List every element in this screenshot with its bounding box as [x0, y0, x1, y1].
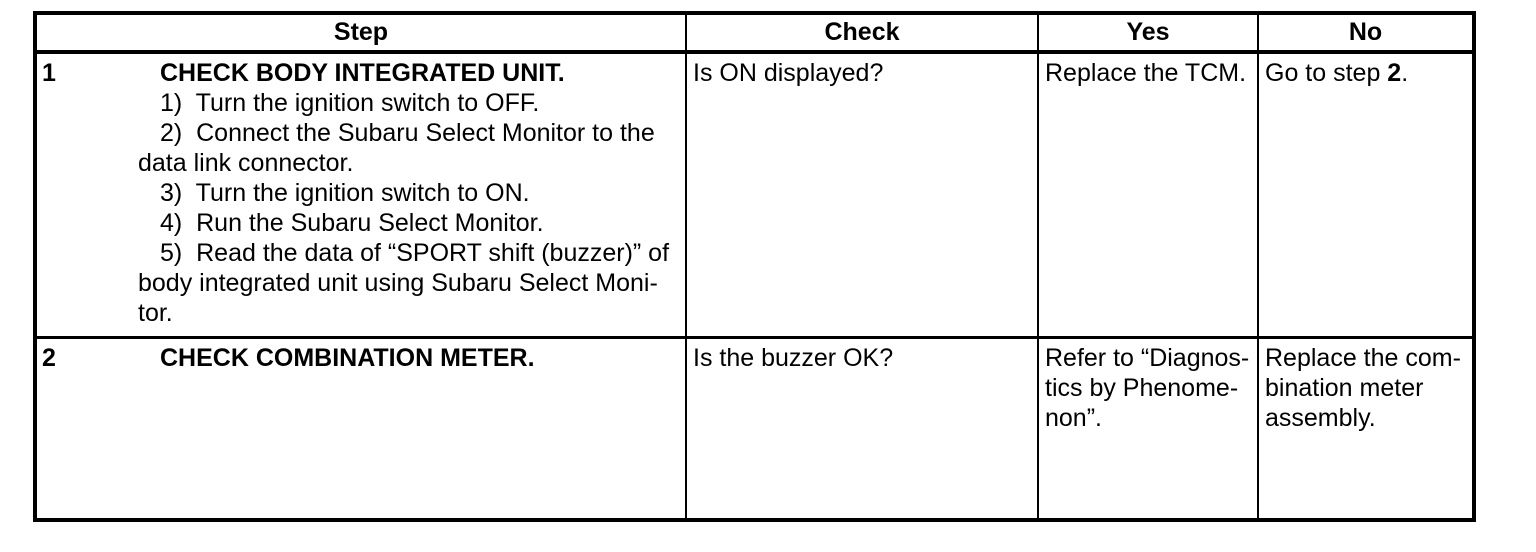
header-cell-yes: Yes — [1037, 15, 1257, 50]
step-cell: 2 CHECK COMBINATION METER. — [37, 339, 685, 518]
table-row: 2 CHECK COMBINATION METER. Is the buzzer… — [37, 336, 1472, 518]
step-instruction: 4) Run the Subaru Select Monitor. — [160, 209, 544, 237]
step-number: 2 — [42, 344, 56, 372]
table-row: 1 CHECK BODY INTEGRATED UNIT. 1) Turn th… — [37, 54, 1472, 336]
no-text-suffix: . — [1401, 59, 1409, 87]
step-number: 1 — [42, 59, 56, 87]
step-title: CHECK COMBINATION METER. — [160, 344, 535, 372]
header-cell-step: Step — [333, 18, 389, 46]
no-cell: Replace the com- bination meter assembly… — [1257, 339, 1472, 518]
step-content: CHECK COMBINATION METER. — [138, 343, 681, 514]
header-cell-no: No — [1257, 15, 1472, 50]
step-title: CHECK BODY INTEGRATED UNIT. — [160, 59, 565, 87]
step-instruction: 1) Turn the ignition switch to OFF. — [160, 89, 540, 117]
diagnostic-procedure-table: Step Check Yes No 1 CHECK BODY INTEGRATE… — [33, 11, 1476, 522]
check-cell: Is ON displayed? — [685, 54, 1037, 336]
header-cell-check: Check — [685, 15, 1037, 50]
no-text-prefix: Go to step — [1265, 59, 1388, 87]
step-instruction: 3) Turn the ignition switch to ON. — [160, 179, 530, 207]
step-cell: 1 CHECK BODY INTEGRATED UNIT. 1) Turn th… — [37, 54, 685, 336]
yes-cell: Refer to “Diagnos- tics by Phenome- non”… — [1037, 339, 1257, 518]
step-instruction: 2) Connect the Subaru Select Monitor to … — [138, 119, 655, 177]
step-content: CHECK BODY INTEGRATED UNIT. 1) Turn the … — [138, 58, 681, 332]
yes-cell: Replace the TCM. — [1037, 54, 1257, 336]
table-header-row: Step Check Yes No — [37, 15, 1472, 54]
step-instruction: 5) Read the data of “SPORT shift (buzzer… — [138, 239, 670, 327]
no-cell: Go to step 2. — [1257, 54, 1472, 336]
check-cell: Is the buzzer OK? — [685, 339, 1037, 518]
no-text-step-ref: 2 — [1387, 59, 1402, 87]
